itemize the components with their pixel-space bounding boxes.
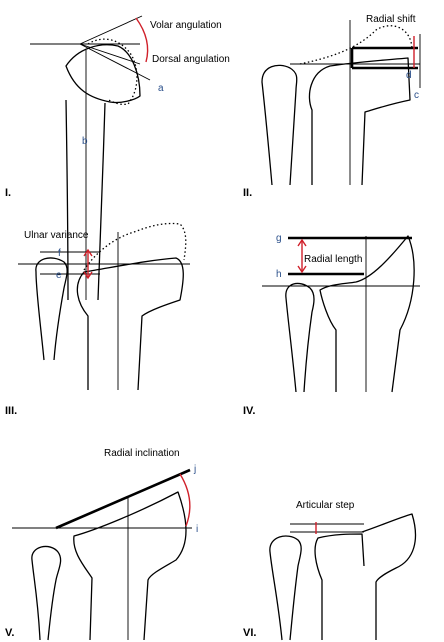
panel-numeral: V. <box>5 627 14 639</box>
inclination-line-j <box>55 468 191 530</box>
radius-distal-end <box>65 44 141 104</box>
ulna-outline <box>35 257 68 361</box>
letter-h: h <box>276 269 282 280</box>
dorsal-angulation-label: Dorsal angulation <box>152 54 230 65</box>
letter-b: b <box>82 136 88 147</box>
panel-ii: Radial shift d c II. <box>243 14 421 199</box>
displaced-fragment-outline <box>87 38 138 106</box>
radius-radial-fragment <box>361 513 417 640</box>
panel-numeral: II. <box>243 187 252 199</box>
panel-numeral: I. <box>5 187 11 199</box>
letter-a: a <box>158 83 164 94</box>
radius-outline <box>73 491 187 641</box>
inclination-arc <box>179 473 191 527</box>
panel-iv: Radial length g h IV. <box>243 233 420 417</box>
letter-g: g <box>276 233 282 244</box>
radial-inclination-label: Radial inclination <box>104 448 180 459</box>
volar-angle-arc <box>135 17 149 63</box>
volar-tilt-line <box>79 15 143 45</box>
radius-outline <box>76 257 184 391</box>
panel-vi: Articular step VI. <box>243 500 417 641</box>
radial-length-arrow <box>297 238 307 274</box>
dorsal-tilt-line <box>79 43 151 81</box>
panel-numeral: IV. <box>243 405 255 417</box>
ulnar-variance-label: Ulnar variance <box>24 230 89 241</box>
ulnar-variance-arrow <box>83 248 93 280</box>
ulna-outline <box>269 535 302 641</box>
articular-step-label: Articular step <box>296 500 355 511</box>
radius-outline <box>308 57 411 186</box>
letter-i: i <box>196 524 198 535</box>
letter-c: c <box>414 90 419 101</box>
panel-i: Volar angulation Dorsal angulation a b I… <box>5 15 230 301</box>
panel-v: Radial inclination j i V. <box>5 448 198 641</box>
displaced-fragment-outline <box>299 25 413 65</box>
radius-ulnar-fragment <box>314 533 365 640</box>
ulna-outline <box>261 64 298 186</box>
panel-numeral: VI. <box>243 627 256 639</box>
volar-angulation-label: Volar angulation <box>150 20 222 31</box>
ulna-outline <box>285 282 315 393</box>
radial-shift-label: Radial shift <box>366 14 416 25</box>
panel-iii: Ulnar variance f e III. <box>5 222 190 417</box>
articular-line-a <box>79 43 141 65</box>
letter-j: j <box>193 464 196 475</box>
panel-numeral: III. <box>5 405 17 417</box>
radius-outline <box>319 235 415 393</box>
letter-f: f <box>58 248 61 259</box>
letter-e: e <box>56 270 62 281</box>
displaced-fragment-outline <box>83 222 187 271</box>
letter-d: d <box>406 70 412 81</box>
ulna-outline <box>31 545 62 641</box>
radial-length-label: Radial length <box>304 254 362 265</box>
